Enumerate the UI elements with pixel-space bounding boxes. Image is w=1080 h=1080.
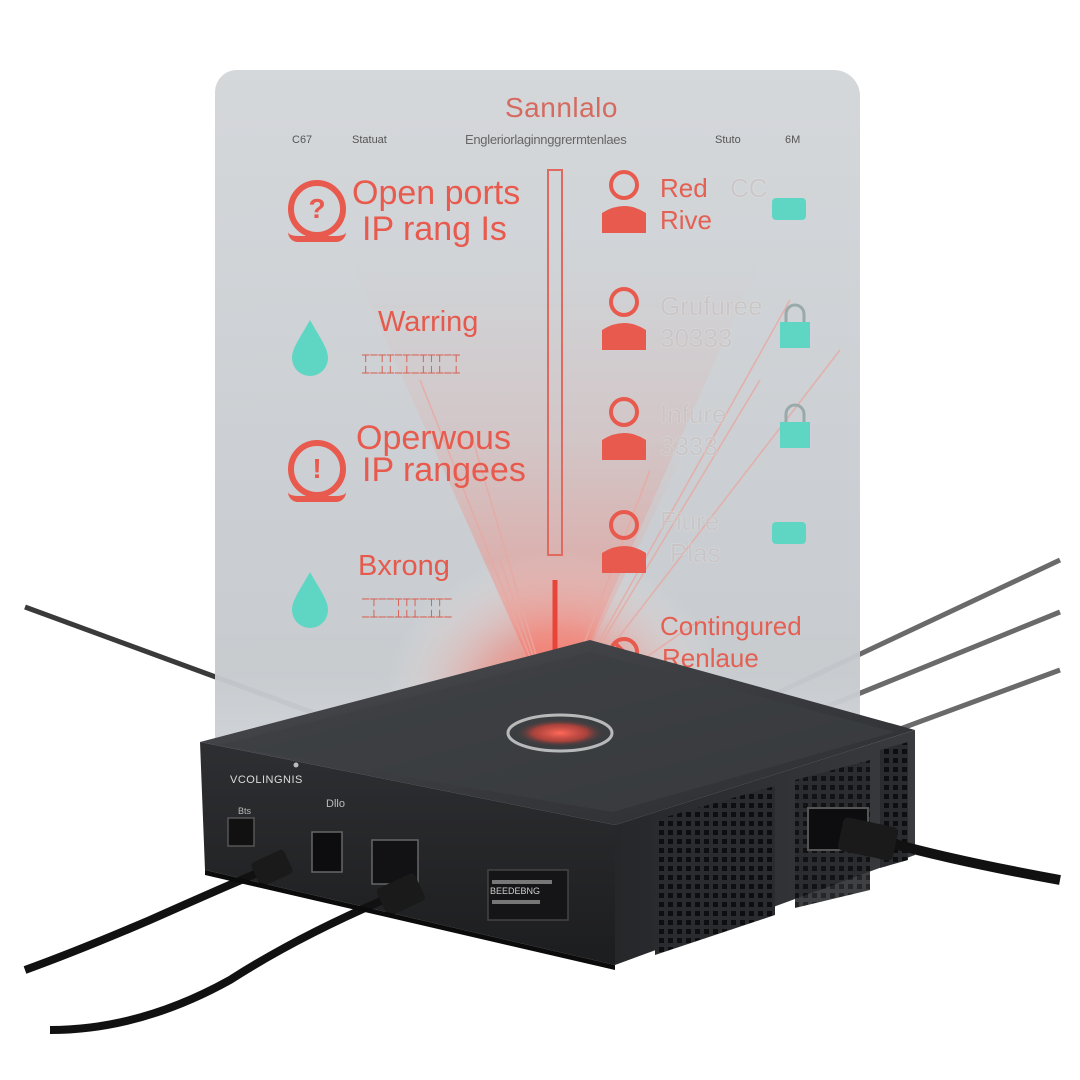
right-item-1-extra: CC xyxy=(730,173,768,203)
right-item-2-line1: Grufuree xyxy=(660,291,763,321)
header-label-c: Stuto xyxy=(715,134,741,146)
right-item-5-line1: Contingured xyxy=(660,611,802,641)
left-item-4-dots: ─┬──┬┬┬─┬┬─ xyxy=(362,592,453,606)
lock-icon-1 xyxy=(780,303,810,348)
left-item-2-dots-2: ┴─┴┴─┴─┴┴┴─┴ xyxy=(362,366,461,380)
person-icon-2 xyxy=(602,287,646,350)
left-item-4-dots-2: ─┴──┴┴┴─┴┴─ xyxy=(362,610,453,624)
panel-subtitle: Engleriorlaginnggrermtenlaes xyxy=(465,132,627,147)
right-item-3-line1: Infure xyxy=(660,399,727,429)
device-port-label-b: Dllo xyxy=(326,798,345,810)
right-item-3-line2: 3333 xyxy=(660,431,718,461)
person-icon-1 xyxy=(602,170,646,233)
question-gear-icon: ? xyxy=(288,180,346,242)
left-item-1-line1: Open ports xyxy=(352,174,521,212)
right-item-1-line2: Rive xyxy=(660,205,713,235)
person-icon-4 xyxy=(602,510,646,573)
device-port-label-a: Bts xyxy=(238,806,252,816)
header-label-a: C67 xyxy=(292,134,313,146)
left-item-3-line1: Operwous xyxy=(356,419,511,457)
right-item-1-line1: Red xyxy=(660,173,708,203)
teal-drop-icon-2 xyxy=(292,572,328,628)
left-item-2-line1: Warring xyxy=(378,306,479,338)
left-item-4-line1: Bxrong xyxy=(358,550,450,582)
header-label-d: 6M xyxy=(785,134,801,146)
lock-icon-2 xyxy=(780,403,810,448)
left-item-2-dots: ┬─┬┬─┬─┬┬┬─┬ xyxy=(362,348,461,362)
left-item-3-line2: IP rangees xyxy=(362,451,526,489)
right-item-4-line1: Fiure xyxy=(660,506,720,536)
teal-status-icon-1 xyxy=(772,198,806,220)
header-label-b: Statuat xyxy=(352,134,387,146)
device-vent-label: BEEDEBNG xyxy=(490,886,541,896)
device-brand-label: VCOLINGNIS xyxy=(230,774,303,786)
panel-title: Sannlalo xyxy=(505,92,618,123)
right-item-4-line2: Plas xyxy=(670,538,721,568)
alert-gear-icon: ! xyxy=(288,440,346,502)
person-icon-3 xyxy=(602,397,646,460)
left-item-1-line2: IP rang Is xyxy=(362,210,507,248)
teal-drop-icon xyxy=(292,320,328,376)
right-item-2-line2: 30333 xyxy=(660,323,733,353)
teal-status-icon-2 xyxy=(772,522,806,544)
